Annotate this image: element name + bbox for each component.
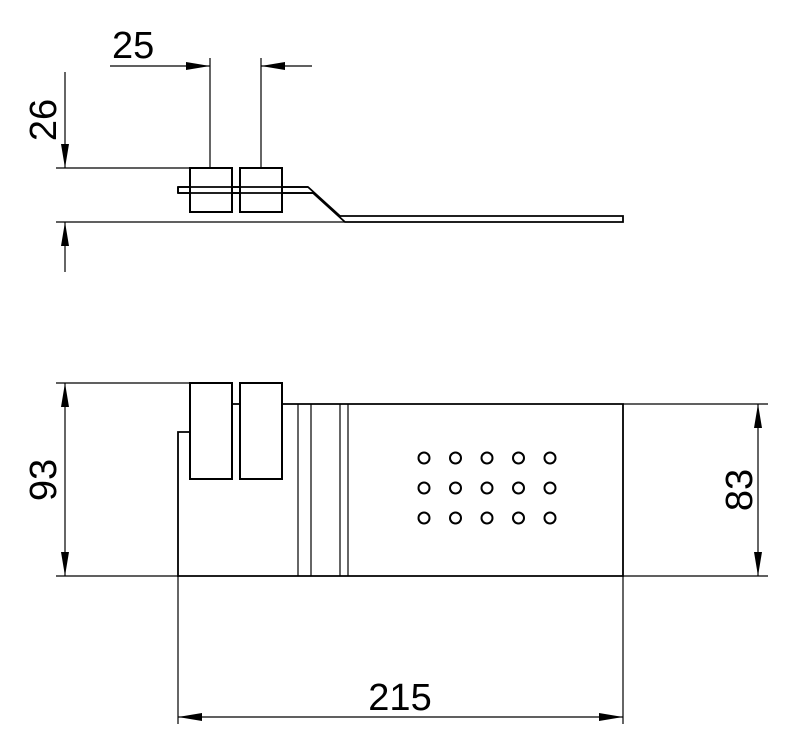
hole [543, 511, 557, 525]
hole [417, 451, 431, 465]
hole [417, 481, 431, 495]
hole [480, 451, 494, 465]
dim-25: 25 [110, 25, 312, 168]
dim-93: 93 [23, 382, 190, 577]
hole [417, 511, 431, 525]
front-view [177, 382, 624, 577]
dim-83: 83 [623, 403, 768, 577]
dim-label-83: 83 [719, 469, 761, 511]
dim-label-25: 25 [112, 25, 154, 67]
front-clamp-block-right [239, 382, 283, 480]
dim-26: 26 [23, 72, 345, 272]
hole [512, 481, 525, 495]
hole [449, 451, 462, 465]
hole [512, 451, 525, 465]
front-clamp-block-left [189, 382, 233, 480]
side-clamp-block-right [239, 167, 283, 213]
side-clamp-block-left [189, 167, 233, 213]
hole [480, 511, 494, 525]
hole [449, 511, 462, 525]
hole [543, 451, 557, 465]
hole [512, 511, 525, 525]
dim-215: 215 [177, 576, 624, 724]
hole [543, 481, 557, 495]
side-view [177, 167, 624, 223]
dim-label-215: 215 [368, 677, 431, 719]
dim-label-26: 26 [23, 99, 65, 141]
hole [449, 481, 462, 495]
hole [480, 481, 494, 495]
hole-grid [417, 451, 557, 525]
dim-label-93: 93 [23, 459, 65, 501]
